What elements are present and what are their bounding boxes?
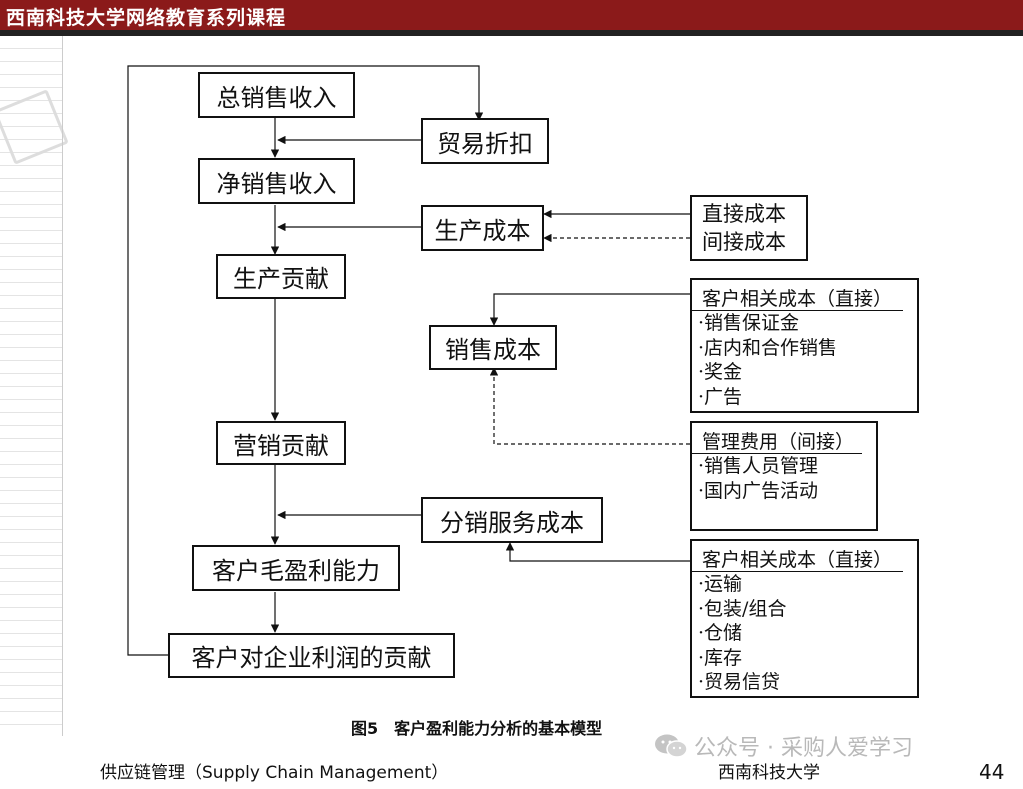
direct-indirect-cost-box: 直接成本 间接成本 <box>690 195 808 261</box>
left-decorative-strip <box>0 36 69 736</box>
direct-customer-costs-panel-2: 客户相关成本（直接） ·运输 ·包装/组合 ·仓储 ·库存 ·贸易信贷 <box>690 539 919 698</box>
indirect-cost-label: 间接成本 <box>702 230 786 254</box>
indirect-admin-costs-panel: 管理费用（间接） ·销售人员管理 ·国内广告活动 <box>690 421 878 531</box>
panel3-item: ·包装/组合 <box>698 597 787 620</box>
watermark: 公众号 · 采购人爱学习 <box>654 730 913 762</box>
customer-contribution-box: 客户对企业利润的贡献 <box>168 633 455 678</box>
panel3-item: ·仓储 <box>698 622 743 644</box>
loop-line <box>127 65 484 656</box>
wechat-icon <box>654 733 688 759</box>
trade-discount-box: 贸易折扣 <box>421 118 549 164</box>
customer-gross-profitability-box: 客户毛盈利能力 <box>192 545 400 591</box>
panel3-title: 客户相关成本（直接） <box>692 541 903 572</box>
panel3-item: ·运输 <box>698 573 743 595</box>
production-cost-box: 生产成本 <box>421 205 544 251</box>
direct-cost-label: 直接成本 <box>702 202 786 226</box>
panel2-title: 管理费用（间接） <box>692 423 862 454</box>
content-area <box>62 36 1023 736</box>
distribution-cost-box: 分销服务成本 <box>421 497 603 543</box>
panel3-item: ·库存 <box>698 646 743 669</box>
header-title: 西南科技大学网络教育系列课程 <box>6 7 287 29</box>
sales-cost-box: 销售成本 <box>429 325 557 370</box>
total-sales-box: 总销售收入 <box>198 72 355 118</box>
net-sales-box: 净销售收入 <box>198 158 355 204</box>
marketing-contribution-box: 营销贡献 <box>216 421 346 465</box>
figure-caption: 图5 客户盈利能力分析的基本模型 <box>351 719 603 738</box>
panel1-item: ·奖金 <box>698 361 743 383</box>
direct-customer-costs-panel-1: 客户相关成本（直接） ·销售保证金 ·店内和合作销售 ·奖金 ·广告 <box>690 278 919 413</box>
arrow-panel3-to-distcost <box>505 542 690 562</box>
page-number: 44 <box>979 760 1005 784</box>
panel2-item: ·销售人员管理 <box>698 455 819 477</box>
panel3-item: ·贸易信贷 <box>698 671 781 693</box>
panel1-item: ·店内和合作销售 <box>698 336 838 359</box>
panel1-item: ·广告 <box>698 385 743 408</box>
arrow-panel1-to-salescost <box>489 293 690 326</box>
footer-university: 西南科技大学 <box>718 763 820 783</box>
panel1-title: 客户相关成本（直接） <box>692 280 903 311</box>
watermark-text: 公众号 · 采购人爱学习 <box>694 736 913 761</box>
header-shadow <box>0 30 1023 36</box>
production-contribution-box: 生产贡献 <box>216 254 346 299</box>
arrow-panel2-to-salescost <box>489 367 690 445</box>
panel1-item: ·销售保证金 <box>698 312 800 334</box>
footer-course: 供应链管理（Supply Chain Management） <box>100 763 449 783</box>
panel2-item: ·国内广告活动 <box>698 479 819 502</box>
header-bar: 西南科技大学网络教育系列课程 <box>0 0 1023 30</box>
